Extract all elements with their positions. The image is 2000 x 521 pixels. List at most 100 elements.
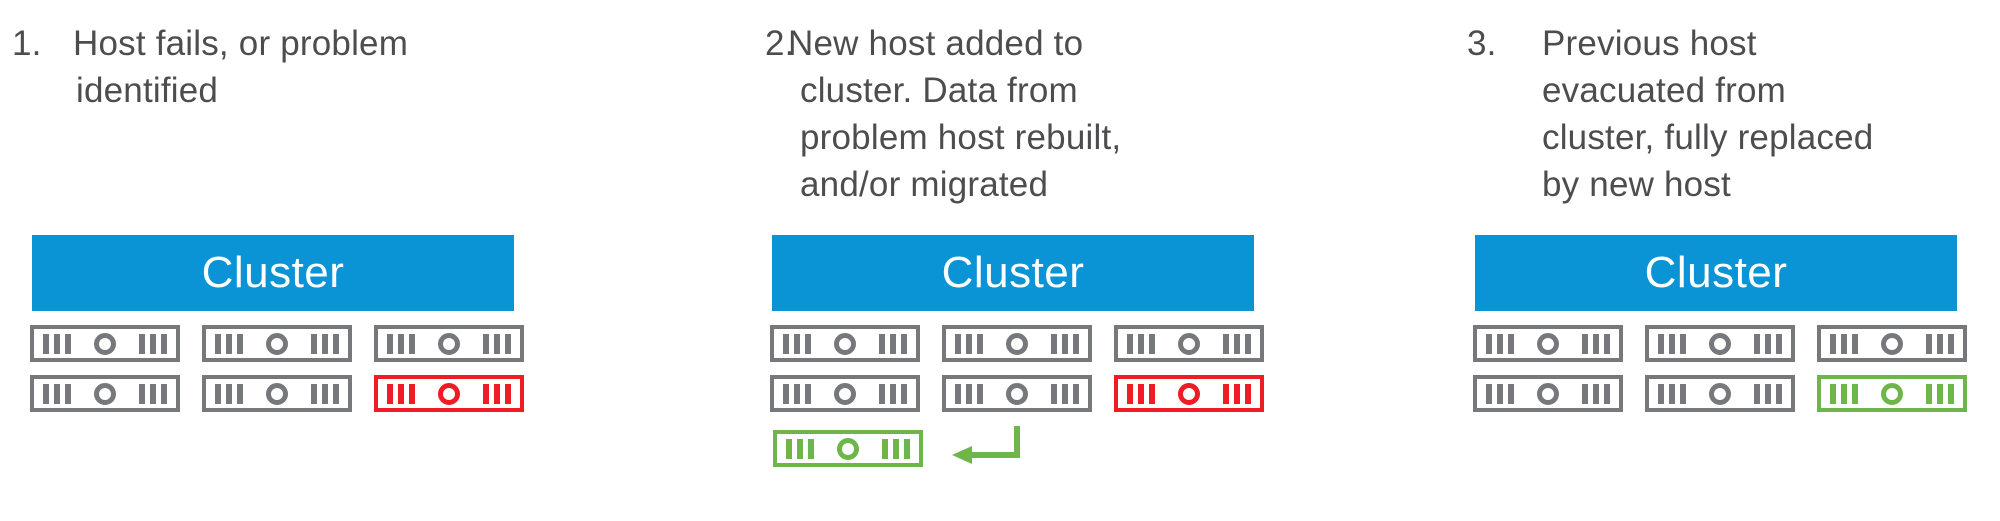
host-ring-icon bbox=[1881, 332, 1903, 355]
host-slot-bars-icon bbox=[1926, 333, 1954, 354]
caption-line: problem host rebuilt, bbox=[800, 118, 1122, 157]
host-slot-bars-icon bbox=[311, 333, 339, 354]
problem-host-icon bbox=[374, 375, 524, 412]
caption-line: 3. Previous host bbox=[1467, 20, 1873, 67]
host-icon bbox=[770, 375, 920, 412]
host-slot-bars-icon bbox=[783, 383, 811, 404]
host-grid bbox=[1473, 325, 1967, 412]
host-slot-bars-icon bbox=[879, 383, 907, 404]
host-icon bbox=[1645, 325, 1795, 362]
caption-line: cluster, fully replaced bbox=[1542, 118, 1874, 157]
host-slot-bars-icon bbox=[1658, 333, 1686, 354]
problem-host-icon bbox=[1114, 375, 1264, 412]
host-slot-bars-icon bbox=[311, 383, 339, 404]
step-number: 2. bbox=[765, 24, 795, 63]
caption-line: 1. Host fails, or problem bbox=[12, 20, 408, 67]
host-slot-bars-icon bbox=[1830, 383, 1858, 404]
host-slot-bars-icon bbox=[879, 333, 907, 354]
host-ring-icon bbox=[266, 332, 288, 355]
host-slot-bars-icon bbox=[955, 383, 983, 404]
host-slot-bars-icon bbox=[1051, 333, 1079, 354]
host-icon bbox=[1473, 325, 1623, 362]
host-icon bbox=[1473, 375, 1623, 412]
host-slot-bars-icon bbox=[1754, 333, 1782, 354]
host-slot-bars-icon bbox=[1754, 383, 1782, 404]
host-ring-icon bbox=[834, 382, 856, 405]
caption-line: 2.New host added to bbox=[765, 20, 1121, 67]
host-ring-icon bbox=[1709, 382, 1731, 405]
host-icon bbox=[374, 325, 524, 362]
host-slot-bars-icon bbox=[1830, 333, 1858, 354]
caption-text: Previous host bbox=[1542, 24, 1757, 63]
host-slot-bars-icon bbox=[1582, 383, 1610, 404]
host-slot-bars-icon bbox=[1582, 333, 1610, 354]
new-host-icon bbox=[773, 430, 923, 467]
host-ring-icon bbox=[834, 332, 856, 355]
host-ring-icon bbox=[1006, 382, 1028, 405]
step-number: 1. bbox=[12, 24, 42, 63]
host-slot-bars-icon bbox=[1127, 333, 1155, 354]
host-ring-icon bbox=[837, 437, 859, 460]
host-slot-bars-icon bbox=[1127, 383, 1155, 404]
host-slot-bars-icon bbox=[882, 438, 910, 459]
caption-line: by new host bbox=[1542, 165, 1731, 204]
host-slot-bars-icon bbox=[215, 383, 243, 404]
caption-line: cluster. Data from bbox=[800, 71, 1078, 110]
host-icon bbox=[30, 375, 180, 412]
host-slot-bars-icon bbox=[387, 383, 415, 404]
step-caption: 1. Host fails, or problem identified bbox=[12, 20, 408, 114]
host-slot-bars-icon bbox=[43, 333, 71, 354]
caption-line: identified bbox=[76, 71, 219, 110]
host-ring-icon bbox=[1537, 382, 1559, 405]
host-slot-bars-icon bbox=[483, 333, 511, 354]
step-number: 3. bbox=[1467, 24, 1497, 63]
host-slot-bars-icon bbox=[955, 333, 983, 354]
new-host-icon bbox=[1817, 375, 1967, 412]
host-slot-bars-icon bbox=[1051, 383, 1079, 404]
host-slot-bars-icon bbox=[387, 333, 415, 354]
host-icon bbox=[202, 375, 352, 412]
host-slot-bars-icon bbox=[1486, 333, 1514, 354]
caption-text: Host fails, or problem bbox=[73, 24, 409, 63]
host-grid bbox=[30, 325, 524, 412]
migration-return-arrow-icon bbox=[950, 424, 1022, 464]
host-ring-icon bbox=[438, 332, 460, 355]
host-slot-bars-icon bbox=[786, 438, 814, 459]
host-icon bbox=[1645, 375, 1795, 412]
host-slot-bars-icon bbox=[483, 383, 511, 404]
host-slot-bars-icon bbox=[1486, 383, 1514, 404]
caption-line: evacuated from bbox=[1542, 71, 1787, 110]
host-ring-icon bbox=[1178, 382, 1200, 405]
host-icon bbox=[770, 325, 920, 362]
host-slot-bars-icon bbox=[1658, 383, 1686, 404]
cluster-header: Cluster bbox=[1475, 235, 1957, 311]
host-ring-icon bbox=[94, 382, 116, 405]
host-icon bbox=[942, 375, 1092, 412]
host-icon bbox=[942, 325, 1092, 362]
host-slot-bars-icon bbox=[783, 333, 811, 354]
host-slot-bars-icon bbox=[43, 383, 71, 404]
host-ring-icon bbox=[1006, 332, 1028, 355]
host-slot-bars-icon bbox=[1223, 383, 1251, 404]
host-slot-bars-icon bbox=[139, 383, 167, 404]
host-icon bbox=[30, 325, 180, 362]
host-ring-icon bbox=[438, 382, 460, 405]
step-caption: 2.New host added to cluster. Data from pro… bbox=[765, 20, 1121, 208]
host-slot-bars-icon bbox=[139, 333, 167, 354]
host-slot-bars-icon bbox=[215, 333, 243, 354]
host-icon bbox=[202, 325, 352, 362]
host-grid bbox=[770, 325, 1264, 412]
host-ring-icon bbox=[1881, 382, 1903, 405]
host-icon bbox=[1817, 325, 1967, 362]
host-ring-icon bbox=[1537, 332, 1559, 355]
host-ring-icon bbox=[1709, 332, 1731, 355]
host-slot-bars-icon bbox=[1223, 333, 1251, 354]
caption-line: and/or migrated bbox=[800, 165, 1049, 204]
caption-text: New host added to bbox=[788, 24, 1084, 63]
step-caption: 3. Previous host evacuated from cluster, fu… bbox=[1467, 20, 1873, 208]
cluster-header: Cluster bbox=[772, 235, 1254, 311]
host-icon bbox=[1114, 325, 1264, 362]
host-slot-bars-icon bbox=[1926, 383, 1954, 404]
host-ring-icon bbox=[94, 332, 116, 355]
